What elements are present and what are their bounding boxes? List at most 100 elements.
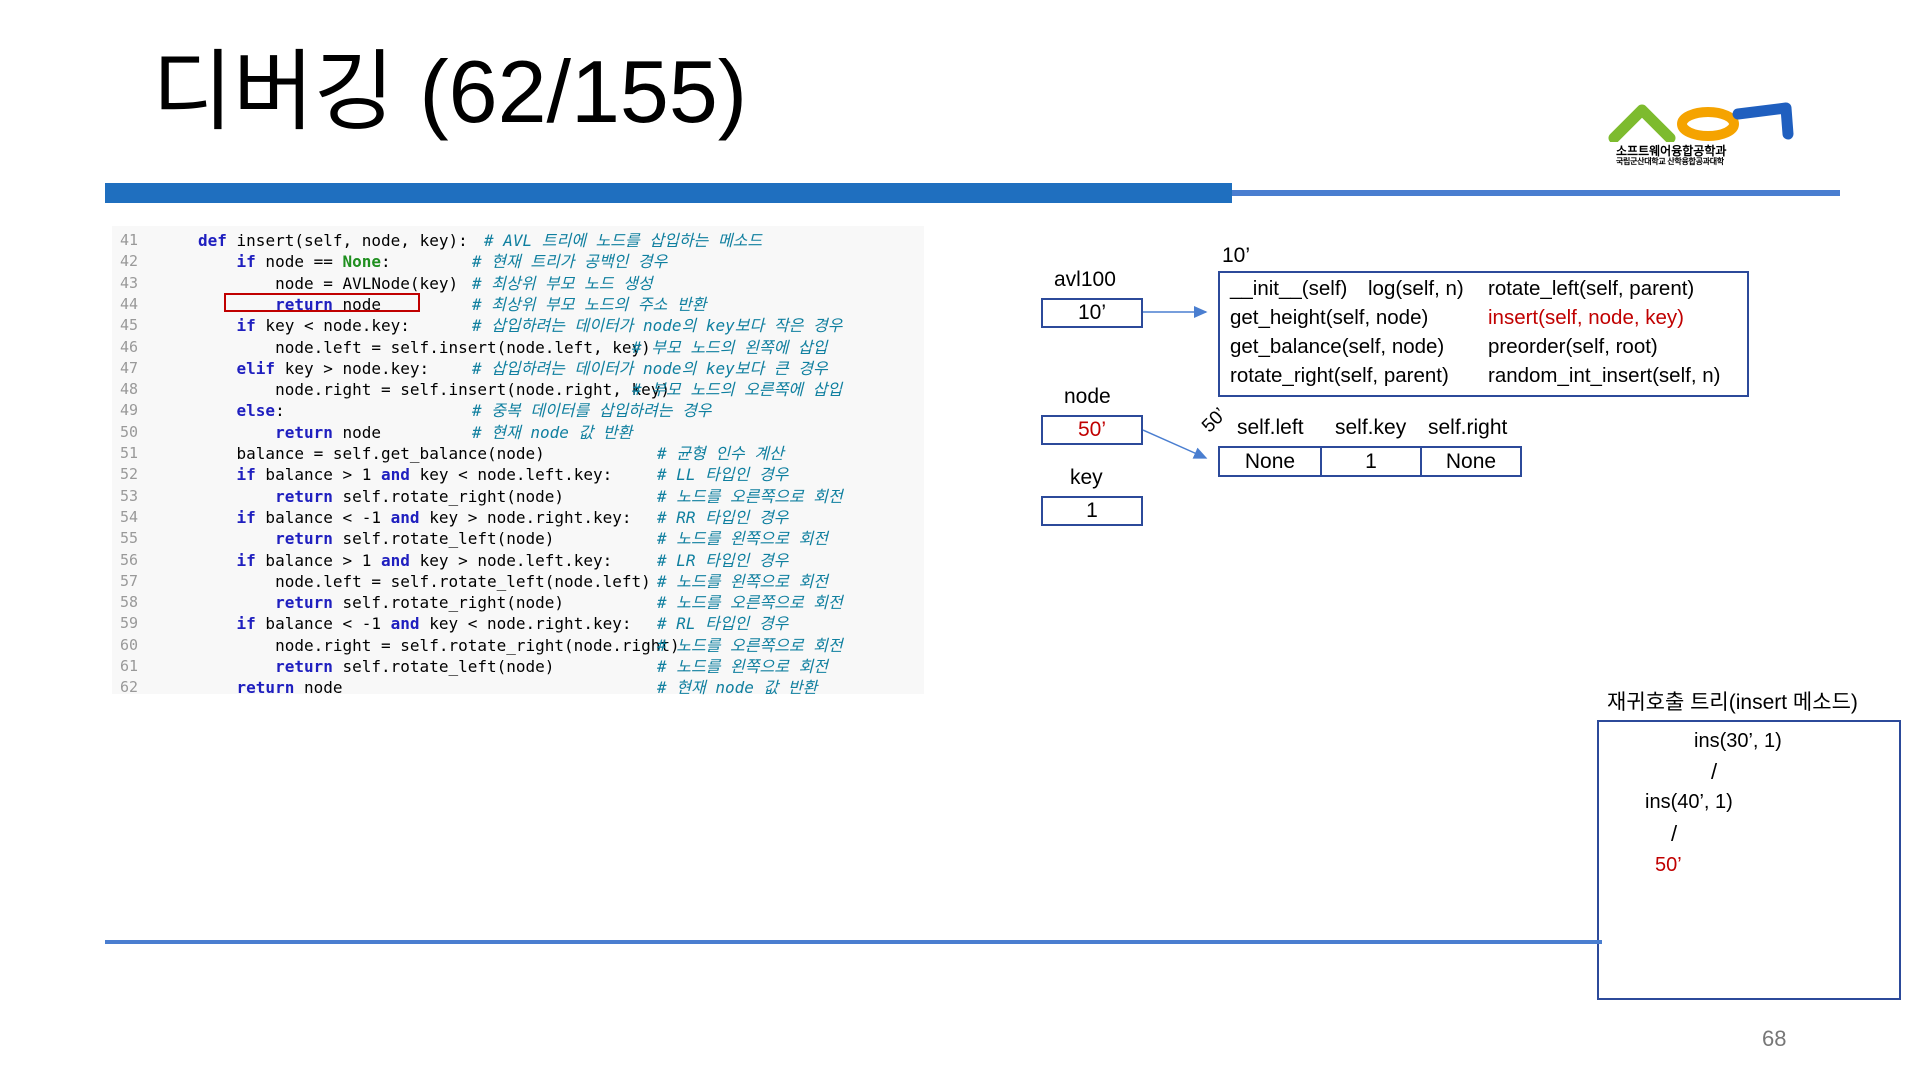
line-number: 61 bbox=[120, 657, 139, 675]
code-comment: # LL 타입인 경우 bbox=[657, 465, 789, 485]
line-number: 60 bbox=[120, 635, 139, 654]
method-log: log(self, n) bbox=[1368, 277, 1464, 300]
tree-call-3: 50’ bbox=[1655, 854, 1682, 876]
tree-connector: / bbox=[1671, 821, 1678, 846]
code-text: node.left = self.insert(node.left, key) bbox=[198, 337, 651, 357]
var-value-node: 50’ bbox=[1077, 418, 1107, 441]
code-text: return self.rotate_left(node) bbox=[275, 657, 555, 676]
code-comment: # 현재 node 값 반환 bbox=[472, 422, 633, 442]
code-comment: # 최상위 부모 노드 생성 bbox=[472, 273, 653, 293]
var-label-node: node bbox=[1064, 385, 1111, 408]
code-comment: # 중복 데이터를 삽입하려는 경우 bbox=[472, 401, 712, 421]
line-number: 43 bbox=[120, 273, 139, 292]
method-random-int-insert: random_int_insert(self, n) bbox=[1488, 364, 1721, 387]
recursion-tree-box: ins(30’, 1) / ins(40’, 1) / 50’ bbox=[1597, 720, 1901, 1000]
code-text: if node == None: bbox=[236, 252, 391, 272]
logo-graphic bbox=[1608, 102, 1794, 144]
code-comment: # 노드를 오른쪽으로 회전 bbox=[657, 635, 843, 655]
code-line: 51 balance = self.get_balance(node)# 균형 … bbox=[112, 443, 924, 464]
title-underline-thick bbox=[105, 183, 1232, 203]
logo-name: 소프트웨어융합공학과 bbox=[1616, 144, 1727, 158]
code-text: node.right = self.insert(node.right, key… bbox=[198, 380, 671, 400]
code-line: 48 node.right = self.insert(node.right, … bbox=[112, 379, 924, 400]
code-comment: # 노드를 왼쪽으로 회전 bbox=[657, 571, 829, 591]
line-number: 54 bbox=[120, 507, 139, 526]
code-line: 59 if balance < -1 and key < node.right.… bbox=[112, 613, 924, 634]
node-header-key: self.key bbox=[1335, 416, 1407, 439]
method-rotate-right: rotate_right(self, parent) bbox=[1230, 364, 1449, 387]
node-cell-divider bbox=[1420, 448, 1422, 475]
avl-object-box: __init__(self) log(self, n) rotate_left(… bbox=[1218, 271, 1749, 397]
var-label-avl100: avl100 bbox=[1054, 268, 1116, 291]
code-text: if balance > 1 and key < node.left.key: bbox=[236, 465, 613, 485]
slide-title: 디버깅 (62/155) bbox=[152, 42, 748, 141]
node-value-left: None bbox=[1244, 450, 1296, 473]
footer-line bbox=[105, 940, 1602, 944]
department-logo: 소프트웨어융합공학과 국립군산대학교 산학융합공과대학 bbox=[1608, 100, 1808, 170]
code-comment: # 노드를 오른쪽으로 회전 bbox=[657, 486, 843, 506]
line-number: 53 bbox=[120, 486, 139, 505]
code-text: return node bbox=[275, 422, 382, 442]
code-comment: # 최상위 부모 노드의 주소 반환 bbox=[472, 294, 707, 314]
code-line: 50 return node # 현재 node 값 반환 bbox=[112, 422, 924, 443]
code-line: 53 return self.rotate_right(node) # 노드를 오… bbox=[112, 486, 924, 507]
code-line: 46 node.left = self.insert(node.left, ke… bbox=[112, 337, 924, 358]
node-object-box: None 1 None bbox=[1218, 446, 1522, 477]
var-box-node: 50’ bbox=[1041, 415, 1143, 445]
code-text: balance = self.get_balance(node) bbox=[198, 444, 545, 463]
method-get-height: get_height(self, node) bbox=[1230, 306, 1429, 329]
line-number: 41 bbox=[120, 231, 139, 249]
line-number: 55 bbox=[120, 529, 139, 548]
method-rotate-left: rotate_left(self, parent) bbox=[1488, 277, 1695, 300]
code-line: 43 node = AVLNode(key) # 최상위 부모 노드 생성 bbox=[112, 273, 924, 294]
method-init: __init__(self) bbox=[1230, 277, 1348, 300]
code-listing: 41 def insert(self, node, key): # AVL 트리에 … bbox=[112, 226, 924, 697]
line-number: 57 bbox=[120, 571, 139, 590]
method-preorder: preorder(self, root) bbox=[1488, 335, 1658, 358]
line-number: 48 bbox=[120, 380, 139, 399]
line-number: 50 bbox=[120, 422, 139, 441]
code-line: 61 return self.rotate_left(node)# 노드를 왼쪽… bbox=[112, 656, 924, 677]
code-text: node.left = self.rotate_left(node.left) bbox=[198, 571, 651, 591]
node-header-right: self.right bbox=[1428, 416, 1508, 439]
var-label-key: key bbox=[1070, 466, 1103, 489]
code-text: node.right = self.rotate_right(node.righ… bbox=[198, 635, 680, 655]
code-line: 54 if balance < -1 and key > node.right.… bbox=[112, 507, 924, 528]
code-text: return self.rotate_right(node) bbox=[275, 593, 565, 613]
code-comment: # AVL 트리에 노드를 삽입하는 메소드 bbox=[484, 231, 763, 250]
code-line: 41 def insert(self, node, key): # AVL 트리에 … bbox=[112, 230, 924, 251]
code-line: 58 return self.rotate_right(node)# 노드를 오… bbox=[112, 592, 924, 613]
code-text: node = AVLNode(key) bbox=[198, 273, 459, 293]
line-number: 47 bbox=[120, 358, 139, 377]
code-comment: # 노드를 오른쪽으로 회전 bbox=[657, 593, 843, 613]
node-header-left: self.left bbox=[1237, 416, 1304, 439]
code-comment: # 현재 node 값 반환 bbox=[657, 678, 818, 698]
code-text: def insert(self, node, key): bbox=[198, 231, 468, 250]
code-line: 55 return self.rotate_left(node)# 노드를 왼쪽… bbox=[112, 528, 924, 549]
line-number: 49 bbox=[120, 401, 139, 420]
tree-call-1: ins(30’, 1) bbox=[1694, 730, 1782, 752]
line-number: 56 bbox=[120, 550, 139, 569]
code-text: return node bbox=[236, 678, 343, 698]
logo-subtitle: 국립군산대학교 산학융합공과대학 bbox=[1616, 157, 1724, 166]
code-text: else: bbox=[236, 401, 285, 421]
tree-connector: / bbox=[1711, 759, 1718, 784]
code-text: if balance > 1 and key > node.left.key: bbox=[236, 550, 613, 570]
code-line: 47 elif key > node.key:# 삽입하려는 데이터가 node… bbox=[112, 358, 924, 379]
node-value-key: 1 bbox=[1365, 450, 1377, 473]
code-line: 56 if balance > 1 and key > node.left.ke… bbox=[112, 550, 924, 571]
var-value-avl100: 10’ bbox=[1077, 301, 1107, 324]
code-comment: # 부모 노드의 오른쪽에 삽입 bbox=[632, 380, 843, 400]
code-line: 42 if node == None:# 현재 트리가 공백인 경우 bbox=[112, 251, 924, 272]
node-value-right: None bbox=[1445, 450, 1497, 473]
line-number: 44 bbox=[120, 294, 139, 313]
line-number: 59 bbox=[120, 614, 139, 633]
line-number: 51 bbox=[120, 444, 139, 462]
code-text: return self.rotate_right(node) bbox=[275, 486, 565, 506]
line-number: 42 bbox=[120, 252, 139, 271]
node-cell-divider bbox=[1320, 448, 1322, 475]
code-line: 57 node.left = self.rotate_left(node.lef… bbox=[112, 571, 924, 592]
var-value-key: 1 bbox=[1086, 499, 1098, 522]
code-line: 49 else: # 중복 데이터를 삽입하려는 경우 bbox=[112, 400, 924, 421]
method-get-balance: get_balance(self, node) bbox=[1230, 335, 1445, 358]
